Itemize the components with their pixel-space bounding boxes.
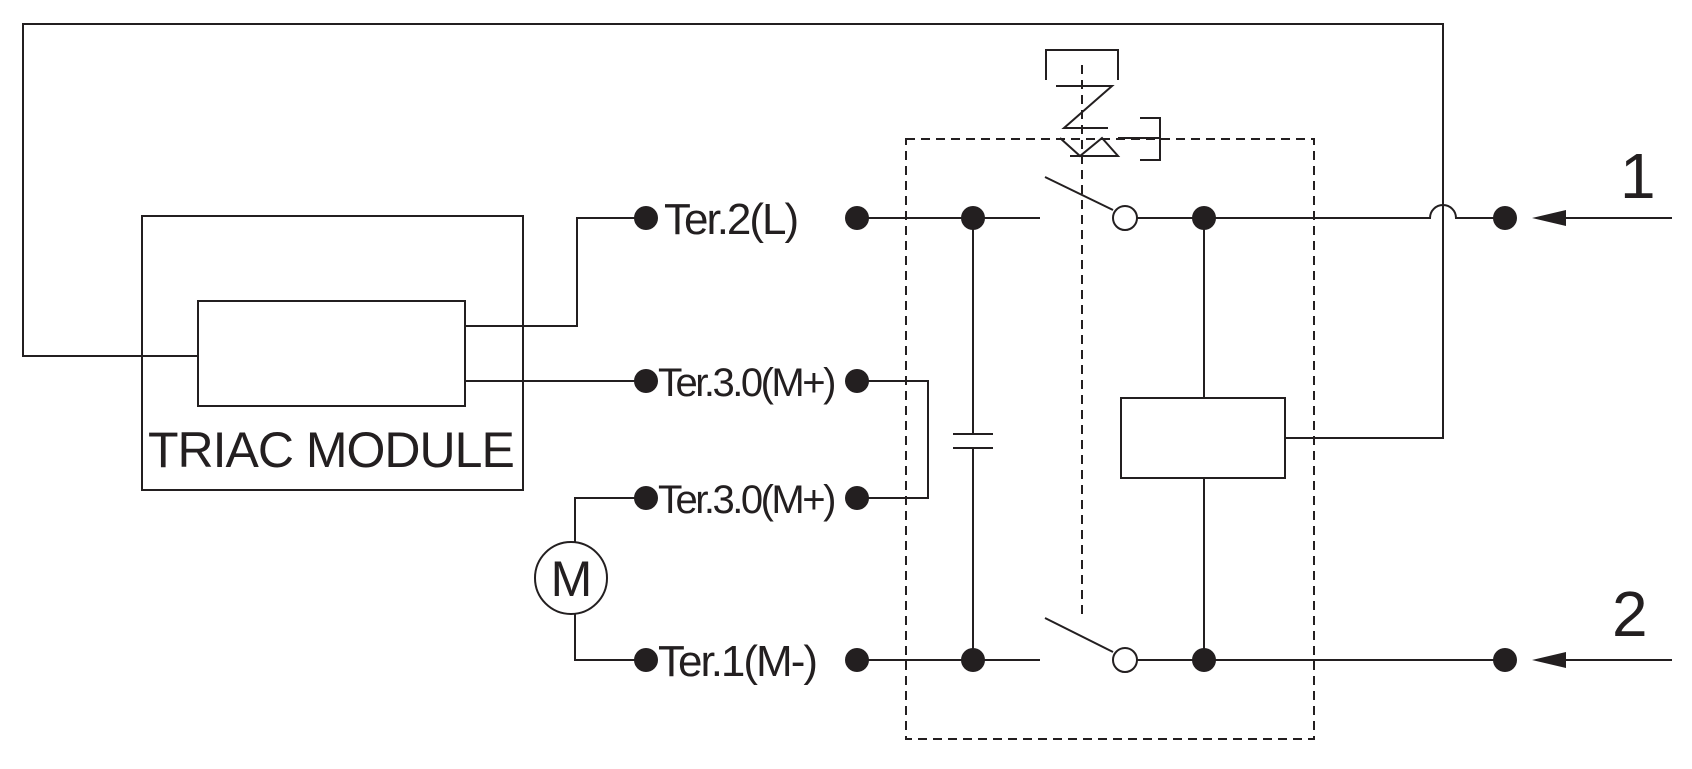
ter3-lower-label: Ter.3.0(M+) xyxy=(658,478,834,522)
triac-element xyxy=(197,300,466,407)
lower-switch-blade xyxy=(1044,617,1114,653)
ter2-left-dot xyxy=(634,206,658,230)
motor-lower-wire xyxy=(574,614,646,661)
feedback-loop-wire xyxy=(22,23,1444,439)
input1-label: 1 xyxy=(1620,140,1656,212)
actuator-top-bracket xyxy=(1045,49,1119,80)
triac-to-ter2-wire xyxy=(465,217,646,327)
motor-label: M xyxy=(551,551,592,607)
ter1-label: Ter.1(M-) xyxy=(658,637,816,686)
motor-circle xyxy=(534,541,608,615)
ter3-upper-left-dot xyxy=(634,369,658,393)
lower-switch-contact xyxy=(1112,647,1138,673)
input2-label: 2 xyxy=(1612,578,1648,650)
top-output-wire xyxy=(1137,204,1505,219)
input2-arrow-head xyxy=(1532,652,1566,668)
contactor-enclosure xyxy=(905,138,1315,740)
motor-upper-wire xyxy=(574,497,646,542)
actuator-zigzag xyxy=(1056,85,1115,129)
upper-switch-blade xyxy=(1044,176,1114,211)
actuator-lower-bracket xyxy=(1059,117,1161,161)
triac-module-label: TRIAC MODULE xyxy=(148,422,514,478)
input1-dot xyxy=(1493,206,1517,230)
relay-coil xyxy=(1120,397,1286,479)
input1-arrow-head xyxy=(1532,210,1566,226)
input2-dot xyxy=(1493,648,1517,672)
ter2-label: Ter.2(L) xyxy=(664,195,797,244)
ter3-jumper-wire xyxy=(857,380,929,499)
upper-switch-contact xyxy=(1112,205,1138,231)
ter3-upper-label: Ter.3.0(M+) xyxy=(658,361,834,405)
triac-module-box xyxy=(141,215,524,491)
